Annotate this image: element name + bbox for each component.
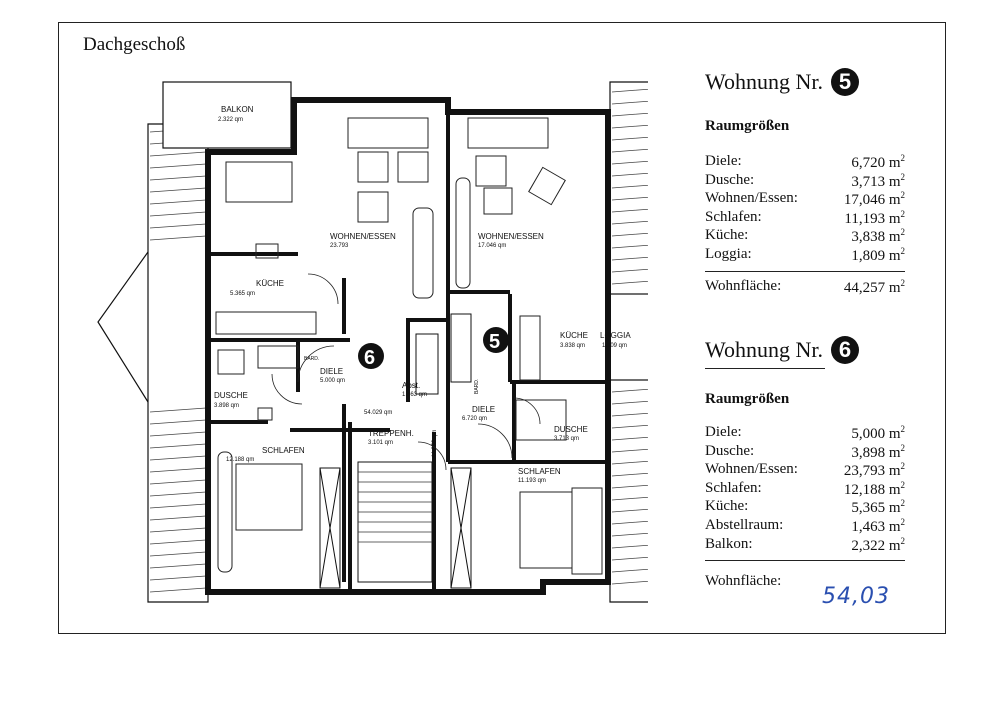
label-schlafen5: SCHLAFEN xyxy=(518,467,561,476)
apartment-5-total: Wohnfläche: 44,257 m2 xyxy=(705,277,905,296)
label-dusche5-area: 3.713 qm xyxy=(554,436,579,442)
room-row: Küche:5,365 m2 xyxy=(705,498,905,517)
badge-apartment-6: 6 xyxy=(364,347,375,369)
label-balkon: BALKON xyxy=(221,105,254,114)
label-diele6-area: 5.000 qm xyxy=(320,378,345,384)
label-loggia-area: 1.809 qm xyxy=(602,343,627,349)
room-row: Küche:3,838 m2 xyxy=(705,227,905,246)
handwritten-total: 54,03 xyxy=(822,584,890,609)
room-row: Schlafen:12,188 m2 xyxy=(705,479,905,498)
apartment-6-panel: Wohnung Nr. 6 Raumgrößen Diele:5,000 m2 … xyxy=(705,336,905,590)
apartment-6-number: 6 xyxy=(831,336,860,364)
room-row: Schlafen:11,193 m2 xyxy=(705,208,905,227)
label-schlafen6-area: 12.188 qm xyxy=(226,457,254,463)
room-row: Diele:6,720 m2 xyxy=(705,153,905,171)
label-dusche6-area: 3.898 qm xyxy=(214,403,239,409)
room-row: Wohnen/Essen:17,046 m2 xyxy=(705,190,905,209)
label-abst-area: 1.463 qm xyxy=(402,392,427,398)
label-wohnen5-area: 17.046 qm xyxy=(478,243,506,249)
divider xyxy=(705,270,905,272)
apartment-5-subtitle: Raumgrößen xyxy=(705,118,790,134)
label-diele5-area: 6.720 qm xyxy=(462,416,487,422)
floor-plan: BALKON 2.322 qm WOHNEN/ESSEN 23.793 WOHN… xyxy=(97,81,648,603)
page-title: Dachgeschoß xyxy=(83,34,186,55)
label-treppenh: TREPPENH. xyxy=(368,429,414,438)
divider xyxy=(705,560,905,562)
apartment-5-heading-text: Wohnung Nr. xyxy=(705,69,824,94)
label-wohnen6: WOHNEN/ESSEN xyxy=(330,232,396,241)
label-wohnen5: WOHNEN/ESSEN xyxy=(478,232,544,241)
label-diele5: DIELE xyxy=(472,405,495,414)
apartment-5-rooms: Diele:6,720 m2 Dusche:3,713 m2 Wohnen/Es… xyxy=(705,153,905,265)
label-kueche5: KÜCHE xyxy=(560,331,588,340)
apartment-5-number: 5 xyxy=(831,68,860,96)
room-row: Dusche:3,898 m2 xyxy=(705,442,905,461)
label-kueche6: KÜCHE xyxy=(256,279,284,288)
label-schlafen6: SCHLAFEN xyxy=(262,446,305,455)
badge-apartment-5: 5 xyxy=(489,331,500,353)
label-bard-right: BARD. xyxy=(474,379,480,394)
apartment-6-total: Wohnfläche: xyxy=(705,573,782,590)
room-row: Wohnen/Essen:23,793 m2 xyxy=(705,461,905,480)
label-treppenh-area: 3.101 qm xyxy=(368,440,393,446)
label-abst: Abst. xyxy=(402,381,420,390)
label-total-area: 54.029 qm xyxy=(364,410,392,416)
heading-underline xyxy=(705,368,825,369)
apartment-6-heading-text: Wohnung Nr. xyxy=(705,337,824,362)
label-loggia: LOGGIA xyxy=(600,331,631,340)
apartment-6-subtitle: Raumgrößen xyxy=(705,391,790,407)
label-kueche5-area: 3.838 qm xyxy=(560,343,585,349)
apartment-6-rooms: Diele:5,000 m2 Dusche:3,898 m2 Wohnen/Es… xyxy=(705,424,905,554)
room-row: Balkon:2,322 m2 xyxy=(705,535,905,554)
apartment-5-heading: Wohnung Nr. 5 xyxy=(705,68,905,96)
label-kueche6-area: 5.365 qm xyxy=(230,291,255,297)
apartment-5-panel: Wohnung Nr. 5 Raumgrößen Diele:6,720 m2 … xyxy=(705,68,905,297)
label-diele6: DIELE xyxy=(320,367,343,376)
room-row: Diele:5,000 m2 xyxy=(705,424,905,442)
label-dusche6: DUSCHE xyxy=(214,391,248,400)
label-dusche5: DUSCHE xyxy=(554,425,588,434)
room-row: Dusche:3,713 m2 xyxy=(705,171,905,190)
drawing-frame xyxy=(58,22,946,634)
apartment-6-heading: Wohnung Nr. 6 xyxy=(705,336,905,364)
label-balkon-area: 2.322 qm xyxy=(218,117,243,123)
room-row: Loggia:1,809 m2 xyxy=(705,245,905,264)
label-vertical-area: 44.258 qm xyxy=(432,430,438,458)
room-row: Abstellraum:1,463 m2 xyxy=(705,516,905,535)
label-schlafen5-area: 11.193 qm xyxy=(518,478,546,484)
label-wohnen6-area: 23.793 xyxy=(330,243,349,249)
label-bard-left: BARD. xyxy=(304,356,319,362)
